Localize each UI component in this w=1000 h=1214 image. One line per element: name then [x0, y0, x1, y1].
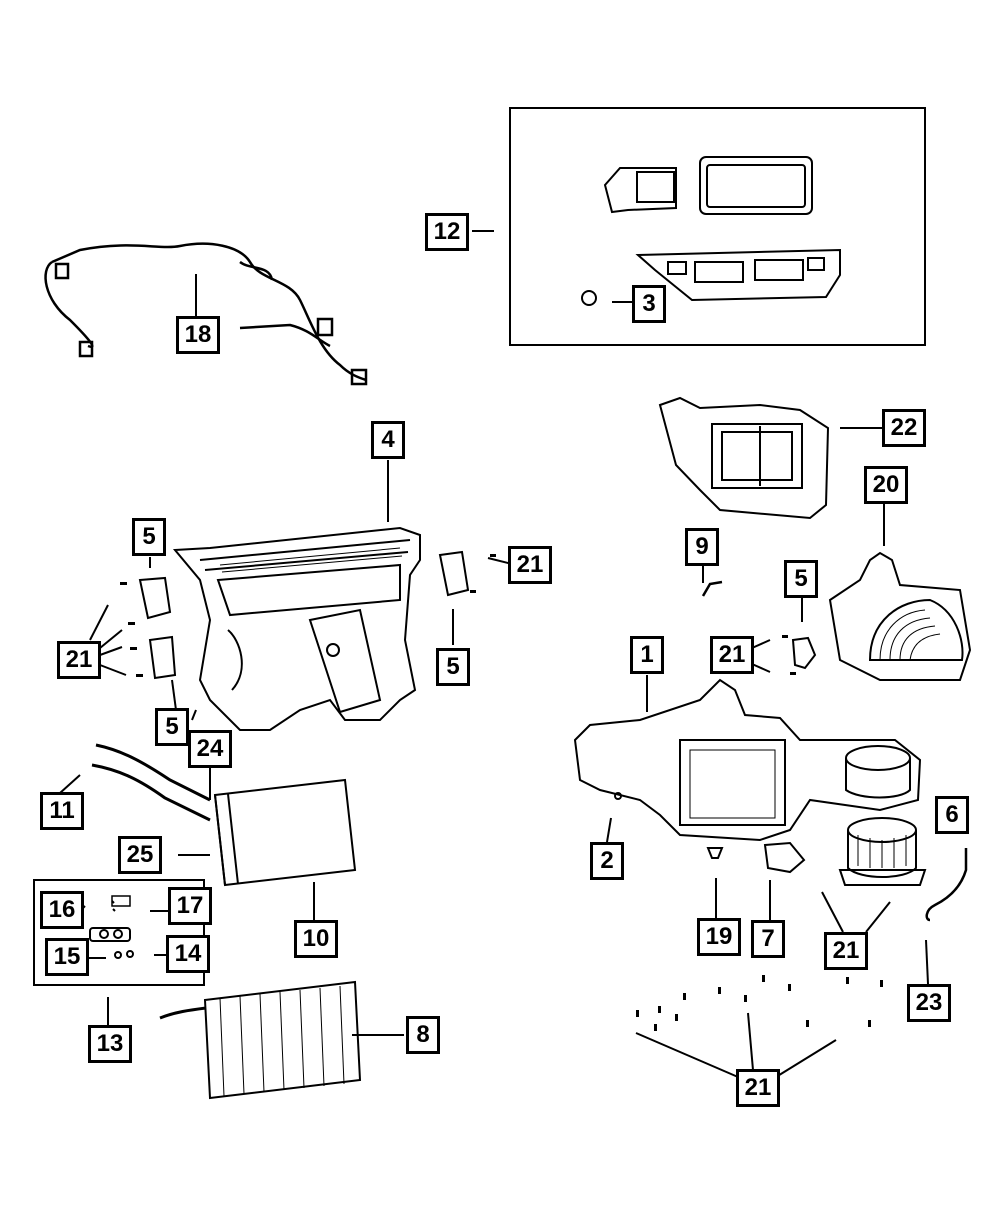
- callout-21-bottom[interactable]: 21: [736, 1069, 780, 1107]
- callout-6[interactable]: 6: [935, 796, 969, 834]
- part-20-blower-housing: [828, 551, 972, 681]
- callout-16[interactable]: 16: [40, 891, 84, 929]
- callout-1[interactable]: 1: [630, 636, 664, 674]
- callout-21-front-actuator[interactable]: 21: [710, 636, 754, 674]
- part-19-drain: [706, 847, 724, 859]
- callout-17[interactable]: 17: [168, 887, 212, 925]
- part-18-wiring-harness: [44, 242, 368, 386]
- callout-8[interactable]: 8: [406, 1016, 440, 1054]
- callout-4[interactable]: 4: [371, 421, 405, 459]
- part-1-front-housing: [573, 678, 922, 842]
- part-9-sensor: [701, 580, 723, 597]
- callout-21-blower[interactable]: 21: [824, 932, 868, 970]
- part-5-actuator-right: [791, 636, 817, 670]
- screw-marks: [120, 554, 883, 1031]
- callout-18[interactable]: 18: [176, 316, 220, 354]
- callout-13[interactable]: 13: [88, 1025, 132, 1063]
- callout-5-right[interactable]: 5: [436, 648, 470, 686]
- callout-11[interactable]: 11: [40, 792, 84, 830]
- callout-9[interactable]: 9: [685, 528, 719, 566]
- callout-7[interactable]: 7: [751, 920, 785, 958]
- part-11-heater-tubes: [91, 743, 211, 822]
- callout-15[interactable]: 15: [45, 938, 89, 976]
- part-6-blower-motor: [838, 817, 927, 886]
- callout-21-right-actuator[interactable]: 21: [508, 546, 552, 584]
- callout-12[interactable]: 12: [425, 213, 469, 251]
- callout-5-left-top[interactable]: 5: [132, 518, 166, 556]
- part-22-inlet-duct: [658, 396, 830, 520]
- valve-kit-parts: [89, 895, 134, 959]
- callout-5-front[interactable]: 5: [784, 560, 818, 598]
- part-23-pigtail: [925, 848, 968, 922]
- part-7-resistor: [763, 841, 806, 874]
- part-12-kit-pieces: [581, 156, 841, 306]
- part-4-hvac-housing: [138, 526, 470, 731]
- part-8-evaporator: [159, 980, 362, 1100]
- callout-5-left-bottom[interactable]: 5: [155, 708, 189, 746]
- part-10-heater-core: [213, 778, 357, 887]
- callout-22[interactable]: 22: [882, 409, 926, 447]
- callout-14[interactable]: 14: [166, 935, 210, 973]
- callout-10[interactable]: 10: [294, 920, 338, 958]
- callout-23[interactable]: 23: [907, 984, 951, 1022]
- valve-kit-box-frame: [33, 879, 205, 986]
- callout-3[interactable]: 3: [632, 285, 666, 323]
- callout-25[interactable]: 25: [118, 836, 162, 874]
- leader-lines: [59, 230, 929, 1078]
- callout-19[interactable]: 19: [697, 918, 741, 956]
- callout-20[interactable]: 20: [864, 466, 908, 504]
- callout-2[interactable]: 2: [590, 842, 624, 880]
- kit-box-frame: [509, 107, 926, 346]
- callout-21-left[interactable]: 21: [57, 641, 101, 679]
- callout-24[interactable]: 24: [188, 730, 232, 768]
